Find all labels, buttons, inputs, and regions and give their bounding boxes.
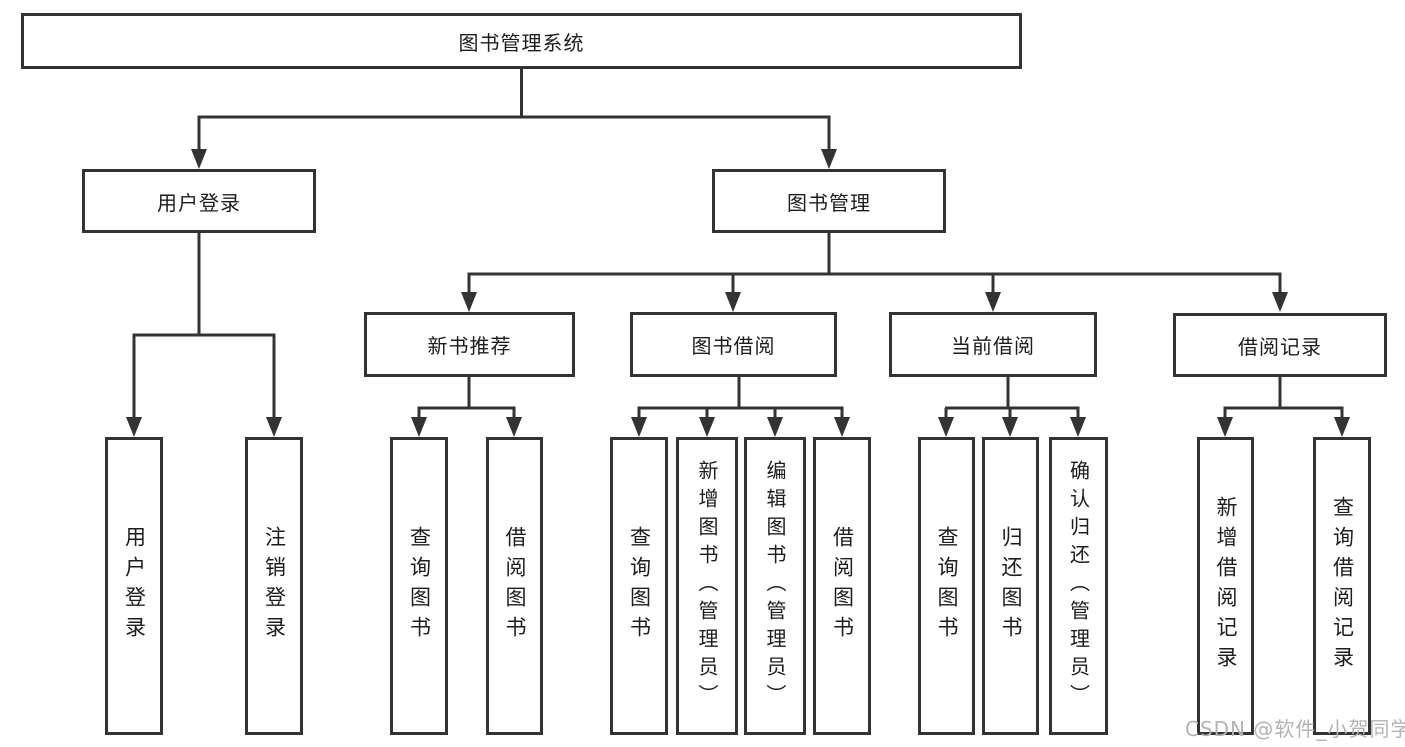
node-book-management: 图书管理 — [712, 169, 946, 233]
leaf-add-borrow-record: 新增借阅记录 — [1197, 437, 1254, 735]
node-user-login: 用户登录 — [82, 169, 316, 233]
arrowheads — [126, 149, 1350, 437]
leaf-logout: 注销登录 — [245, 437, 303, 735]
leaf-edit-book-admin: 编辑图书（管理员） — [744, 437, 806, 735]
leaf-borrow-books: 借阅图书 — [813, 437, 871, 735]
node-new-book-recommend: 新书推荐 — [364, 312, 575, 377]
leaf-query-books-current: 查询图书 — [918, 437, 975, 735]
node-current-borrowing: 当前借阅 — [889, 312, 1097, 377]
node-borrowing-records: 借阅记录 — [1173, 313, 1387, 377]
leaf-return-book: 归还图书 — [982, 437, 1039, 735]
csdn-watermark: CSDN @软件_小贺同学 — [1185, 717, 1405, 741]
leaf-borrow-books-recommend: 借阅图书 — [486, 437, 543, 735]
leaf-confirm-return-admin: 确认归还（管理员） — [1049, 437, 1108, 735]
node-library-management-system: 图书管理系统 — [21, 13, 1022, 69]
leaf-query-books-recommend: 查询图书 — [390, 437, 448, 735]
leaf-query-books-borrowing: 查询图书 — [610, 437, 668, 735]
node-book-borrowing: 图书借阅 — [630, 312, 837, 377]
leaf-user-login: 用户登录 — [105, 437, 163, 735]
leaf-query-borrow-record: 查询借阅记录 — [1313, 437, 1371, 735]
leaf-add-book-admin: 新增图书（管理员） — [676, 437, 738, 735]
